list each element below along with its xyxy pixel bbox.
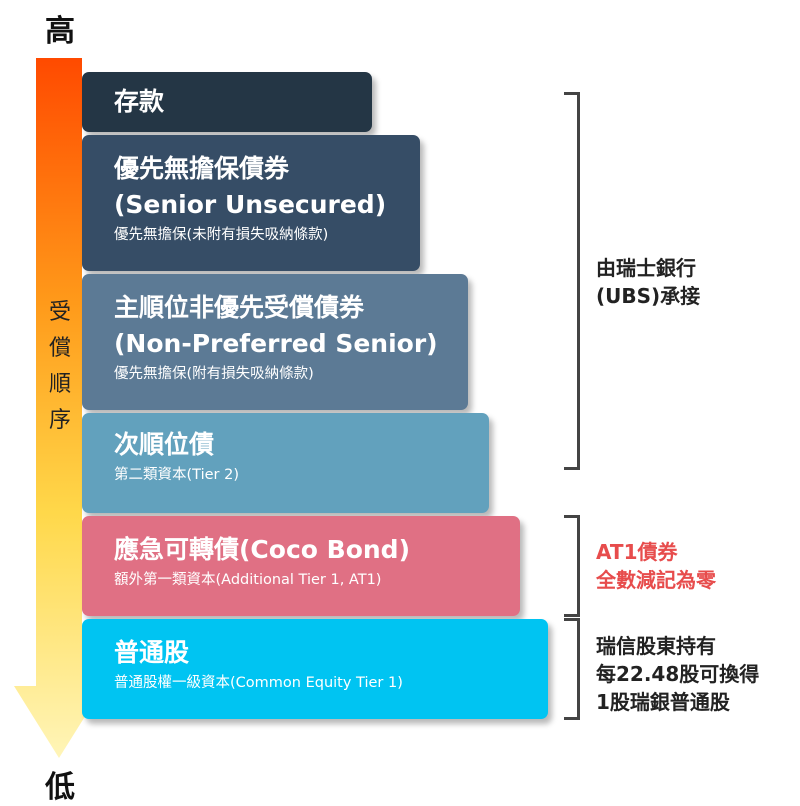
tier-subtitle: 第二類資本(Tier 2) [114,467,239,483]
tier-title: 應急可轉債(Coco Bond) [114,535,410,564]
bracket-at1 [564,515,580,617]
note-line: 1股瑞銀普通股 [596,690,730,714]
note-line: 全數減記為零 [596,568,716,592]
tier-title-line2: (Senior Unsecured) [114,190,387,219]
note-line: 每22.48股可換得 [596,662,760,686]
note-at1-written-off: AT1債券 全數減記為零 [596,538,716,594]
arrow-char: 受 [48,300,71,325]
note-line: 瑞信股東持有 [596,634,716,658]
tier-title-line1: 優先無擔保債券 [114,154,290,183]
repayment-order-text: 受 償 順 序 [38,295,82,439]
tier-title-line2: (Non-Preferred Senior) [114,329,438,358]
tier-subordinated-debt: 次順位債 第二類資本(Tier 2) [82,413,489,513]
tier-title: 普通股 [114,638,190,667]
priority-low-label: 低 [45,770,75,805]
tier-non-preferred-senior: 主順位非優先受償債券 (Non-Preferred Senior) 優先無擔保(… [82,274,468,410]
priority-high-label: 高 [45,14,75,49]
note-ubs-assumed: 由瑞士銀行 (UBS)承接 [596,254,700,310]
tier-subtitle: 普通股權一級資本(Common Equity Tier 1) [114,675,403,691]
arrow-char: 順 [48,372,71,397]
note-line: (UBS)承接 [596,284,701,308]
tier-title-line1: 主順位非優先受償債券 [114,293,365,322]
arrow-char: 序 [48,408,71,433]
tier-senior-unsecured: 優先無擔保債券 (Senior Unsecured) 優先無擔保(未附有損失吸納… [82,135,420,271]
note-line: 由瑞士銀行 [596,256,696,280]
tier-subtitle: 額外第一類資本(Additional Tier 1, AT1) [114,572,382,588]
bracket-equity [564,618,580,720]
tier-subtitle: 優先無擔保(附有損失吸納條款) [114,366,314,382]
tier-coco-bond: 應急可轉債(Coco Bond) 額外第一類資本(Additional Tier… [82,516,520,616]
repayment-order-arrow [14,58,104,758]
bracket-ubs-assumed [564,92,580,470]
tier-title: 存款 [114,87,165,116]
note-share-conversion: 瑞信股東持有 每22.48股可換得 1股瑞銀普通股 [596,632,759,716]
tier-common-equity: 普通股 普通股權一級資本(Common Equity Tier 1) [82,619,548,719]
note-line: AT1債券 [596,540,678,564]
tier-title: 次順位債 [114,430,215,459]
tier-deposits: 存款 [82,72,372,132]
tier-subtitle: 優先無擔保(未附有損失吸納條款) [114,227,329,243]
arrow-char: 償 [48,336,71,361]
